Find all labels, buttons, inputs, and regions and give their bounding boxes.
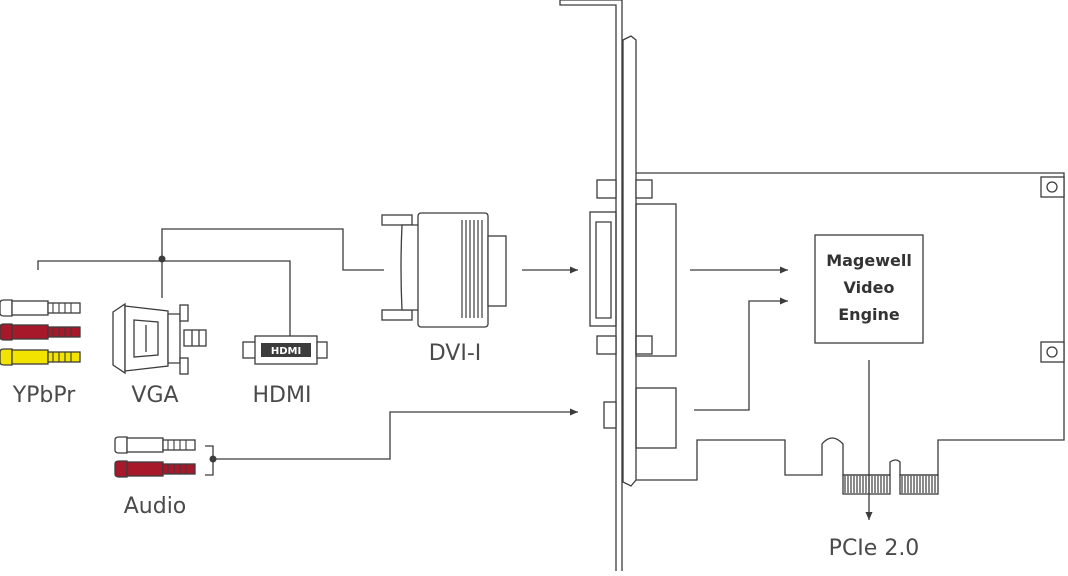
arrow-audio-to-engine: [694, 297, 788, 411]
rca-body: [126, 437, 164, 453]
label-vga: VGA: [131, 383, 178, 408]
mount-hole-bottom: [1040, 341, 1065, 363]
rca-body: [11, 300, 49, 316]
rca-grip: [162, 439, 196, 451]
rca-cap: [0, 299, 13, 317]
label-hdmi: HDMI: [253, 383, 312, 408]
rca-body: [11, 349, 49, 365]
arrow-audio-to-port: [205, 412, 578, 476]
hdmi-logo: HDMI: [271, 346, 301, 357]
mount-hole-top: [1040, 176, 1065, 198]
vga-plug: [112, 302, 207, 375]
audio-rca-plug-white: [114, 436, 196, 454]
label-dvi: DVI-I: [429, 341, 482, 366]
rca-plug-red: [0, 323, 81, 341]
signal-lines: [37, 228, 873, 520]
rca-grip: [47, 326, 81, 338]
video-engine-chip: Magewell Video Engine: [814, 234, 924, 344]
dvi-port-on-card: [589, 179, 677, 357]
ypbpr-plugs: [0, 299, 81, 366]
rca-plug-yellow: [0, 348, 81, 366]
audio-plugs: [114, 436, 196, 478]
rca-cap: [0, 348, 13, 366]
card-bracket: [559, 0, 637, 571]
audio-rca-plug-red: [114, 460, 196, 478]
dvi-plug: [381, 212, 507, 328]
engine-label-line1: Magewell: [826, 251, 912, 270]
audio-port-on-card: [603, 387, 677, 449]
audio-junction-dot: [209, 455, 217, 463]
label-audio: Audio: [124, 494, 187, 519]
hdmi-plug: HDMI: [242, 335, 328, 365]
rca-grip: [47, 302, 81, 314]
engine-label-line2: Video: [844, 278, 895, 297]
rca-grip: [47, 351, 81, 363]
rca-cap: [114, 460, 128, 478]
rca-cap: [114, 436, 128, 454]
engine-label-line3: Engine: [838, 305, 900, 324]
label-pcie: PCIe 2.0: [829, 536, 920, 561]
label-ypbpr: YPbPr: [12, 383, 77, 408]
rca-body: [11, 324, 49, 340]
rca-plug-white: [0, 299, 81, 317]
rca-cap: [0, 323, 13, 341]
pcie-edge-connector: [842, 474, 939, 495]
pcie-card: [636, 172, 1065, 495]
junction-dot: [158, 255, 166, 263]
rca-body: [126, 461, 164, 477]
rca-grip: [162, 463, 196, 475]
